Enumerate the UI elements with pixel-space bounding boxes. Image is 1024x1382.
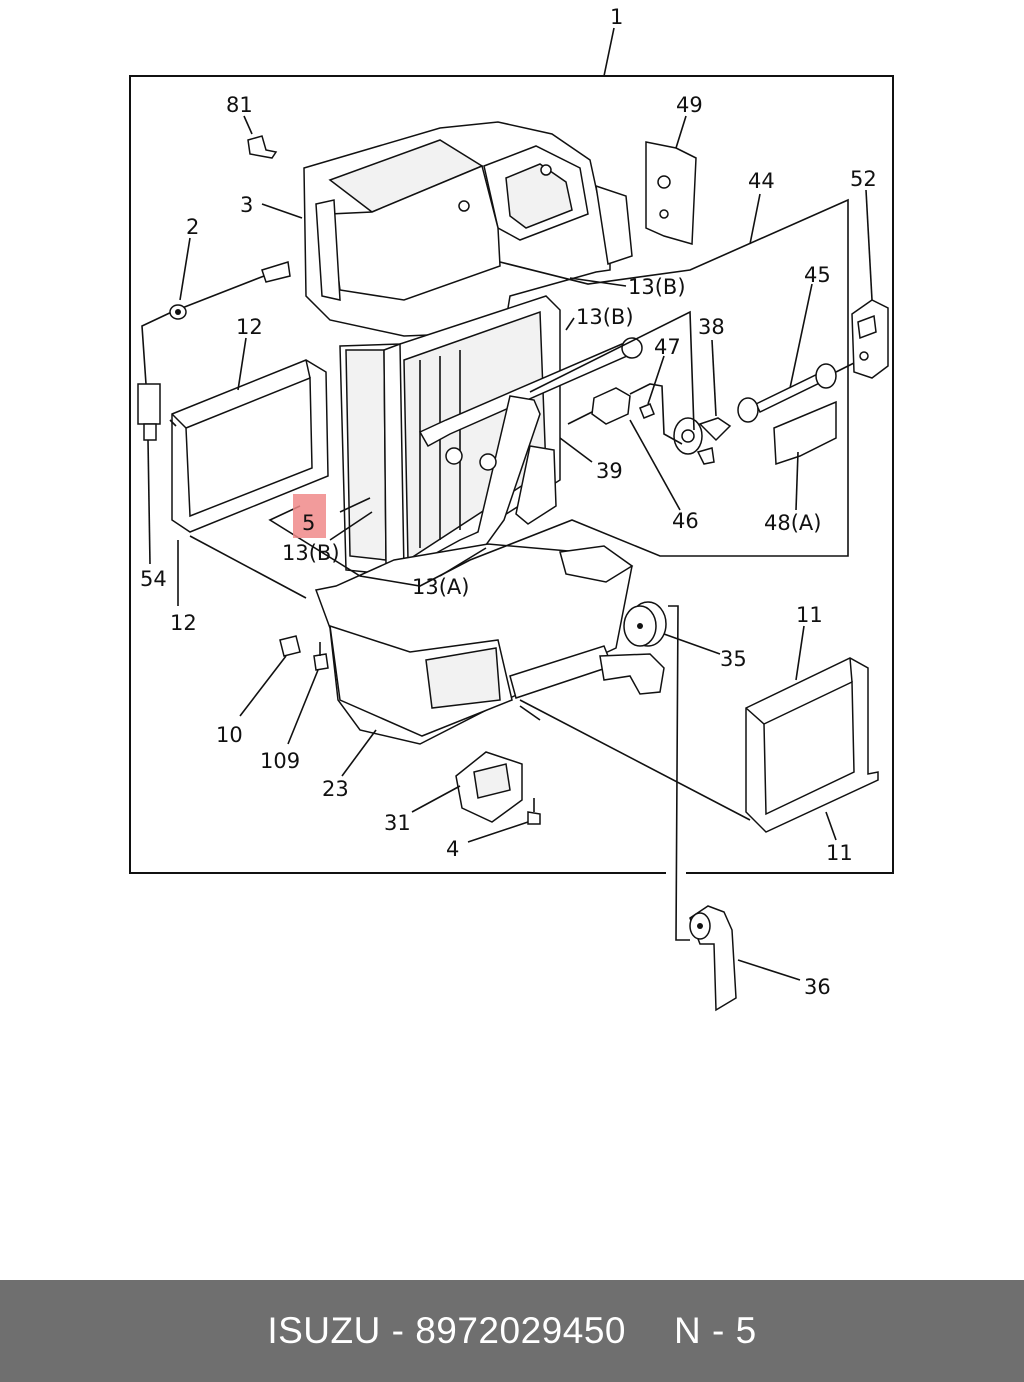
callout-12-bottom: 12 — [170, 611, 197, 635]
group-line-12-top — [169, 419, 177, 427]
part-54-connector — [137, 383, 161, 441]
part-12-filter — [171, 359, 329, 533]
callout-44: 44 — [748, 169, 775, 193]
part-35-motor — [623, 601, 667, 647]
footer-bar: ISUZU - 8972029450 N - 5 — [0, 1280, 1024, 1382]
callout-81: 81 — [226, 93, 253, 117]
callout-13b-mid: 13(B) — [576, 305, 634, 329]
part-47-bolt — [639, 403, 655, 419]
part-109-screw — [313, 642, 329, 671]
group-line-13b — [529, 310, 695, 431]
callout-11-bottom: 11 — [826, 841, 853, 865]
part-10-clip — [279, 635, 301, 657]
part-4-screw — [527, 798, 541, 825]
callout-47: 47 — [654, 335, 681, 359]
leader-lines — [147, 27, 873, 981]
callout-52: 52 — [850, 167, 877, 191]
callout-10: 10 — [216, 723, 243, 747]
callout-1: 1 — [610, 5, 623, 29]
callout-35: 35 — [720, 647, 747, 671]
callout-2: 2 — [186, 215, 199, 239]
callout-12-top: 12 — [236, 315, 263, 339]
callout-49: 49 — [676, 93, 703, 117]
part-48a-pad — [773, 400, 837, 466]
group-line-35 — [668, 605, 690, 941]
part-46-thermostat — [567, 383, 683, 445]
part-36-duct — [689, 905, 737, 1012]
callout-3: 3 — [240, 193, 253, 217]
part-81-clip — [247, 135, 278, 159]
part-3-upper-case — [303, 121, 633, 337]
callout-4: 4 — [446, 837, 459, 861]
part-11-filter — [745, 657, 879, 833]
callout-13b-top: 13(B) — [628, 275, 686, 299]
callout-13b-left: 13(B) — [282, 541, 340, 565]
callout-46: 46 — [672, 509, 699, 533]
group-line-11 — [519, 699, 751, 821]
part-49-pad — [645, 141, 697, 245]
part-31-resistor — [455, 751, 523, 823]
parts-diagram: 1 81 49 3 44 52 2 13(B) 45 12 13(B) 38 4… — [129, 5, 894, 1012]
callout-45: 45 — [804, 263, 831, 287]
callout-11-top: 11 — [796, 603, 823, 627]
group-line-5 — [189, 535, 307, 599]
callout-36: 36 — [804, 975, 831, 999]
part-38-valve — [673, 417, 732, 465]
part-45-pipe — [737, 361, 857, 423]
callout-23: 23 — [322, 777, 349, 801]
part-2-sensor — [141, 261, 291, 385]
footer-brand-part-number: ISUZU - 8972029450 — [267, 1310, 626, 1351]
callout-39: 39 — [596, 459, 623, 483]
callout-5-highlight — [293, 494, 326, 538]
assembly-frame — [129, 75, 894, 874]
part-23-lower-case — [314, 543, 665, 745]
callout-38: 38 — [698, 315, 725, 339]
footer-page-ref: N - 5 — [673, 1310, 757, 1351]
callout-48a: 48(A) — [764, 511, 821, 535]
part-52-grommet — [851, 299, 889, 379]
callout-31: 31 — [384, 811, 411, 835]
callout-5: 5 — [302, 511, 315, 535]
part-13-pipes — [418, 337, 643, 561]
callout-54: 54 — [140, 567, 167, 591]
callout-109: 109 — [260, 749, 300, 773]
group-line-44 — [268, 198, 849, 587]
callout-13a: 13(A) — [412, 575, 469, 599]
